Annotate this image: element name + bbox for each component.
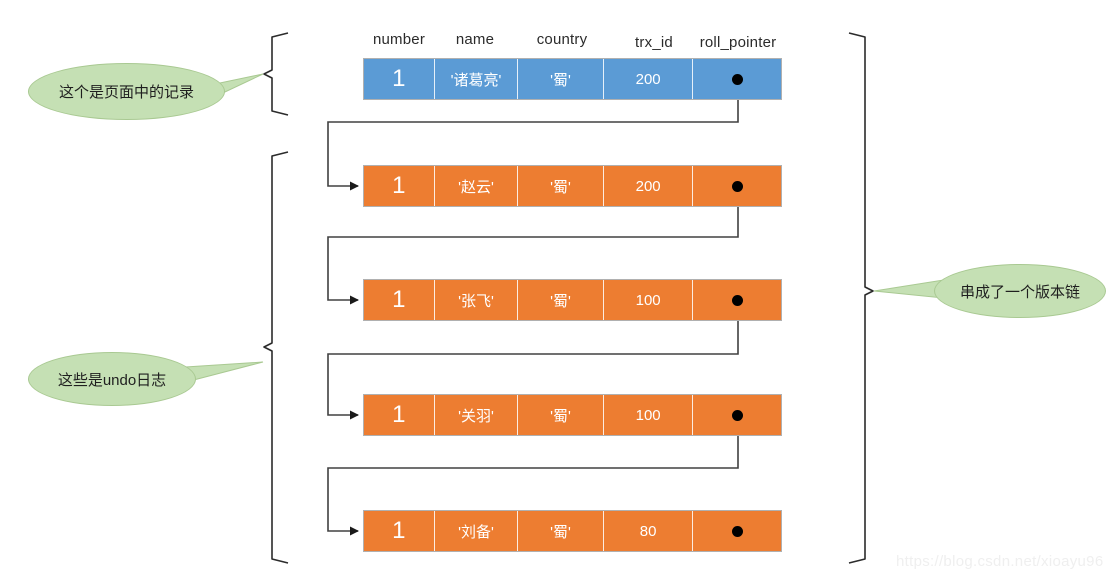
bracket-page-record — [263, 32, 289, 116]
cell-number: 1 — [364, 166, 435, 206]
cell-name: '关羽' — [435, 395, 519, 435]
column-header-number: number — [372, 31, 426, 48]
callout-version-chain-label: 串成了一个版本链 — [959, 283, 1080, 301]
cell-number: 1 — [364, 280, 435, 320]
callout-version-chain[interactable]: 串成了一个版本链 — [934, 264, 1106, 318]
cell-trx-id: 100 — [604, 395, 694, 435]
bracket-version-chain — [848, 32, 874, 564]
column-header-country: country — [536, 31, 588, 48]
cell-name: '刘备' — [435, 511, 519, 551]
roll-pointer-dot-icon — [731, 525, 743, 537]
connector-undo-2-to-undo-3 — [327, 300, 739, 420]
watermark: https://blog.csdn.net/xioayu96 — [896, 553, 1104, 570]
cell-name: '赵云' — [435, 166, 519, 206]
roll-pointer-dot-icon — [731, 294, 743, 306]
cell-roll-pointer — [693, 280, 781, 320]
callout-page-record[interactable]: 这个是页面中的记录 — [28, 63, 225, 120]
table-row[interactable]: 1 '赵云' '蜀' 200 — [363, 165, 782, 207]
bracket-undo-logs — [263, 151, 289, 564]
callout-page-record-label: 这个是页面中的记录 — [58, 84, 194, 101]
cell-trx-id: 80 — [604, 511, 694, 551]
cell-roll-pointer — [693, 395, 781, 435]
roll-pointer-dot-icon — [731, 409, 743, 421]
cell-number: 1 — [364, 395, 435, 435]
cell-trx-id: 200 — [604, 166, 694, 206]
connector-undo-3-to-undo-4 — [327, 415, 739, 536]
cell-number: 1 — [364, 59, 435, 99]
cell-name: '张飞' — [435, 280, 519, 320]
cell-number: 1 — [364, 511, 435, 551]
cell-trx-id: 200 — [604, 59, 694, 99]
table-row[interactable]: 1 '刘备' '蜀' 80 — [363, 510, 782, 552]
column-header-roll-pointer: roll_pointer — [699, 34, 777, 51]
cell-roll-pointer — [693, 166, 781, 206]
roll-pointer-dot-icon — [731, 180, 743, 192]
cell-country: '蜀' — [518, 166, 604, 206]
cell-name: '诸葛亮' — [435, 59, 519, 99]
cell-country: '蜀' — [518, 59, 604, 99]
connector-record-to-undo-1 — [327, 79, 739, 191]
cell-roll-pointer — [693, 59, 781, 99]
table-row[interactable]: 1 '诸葛亮' '蜀' 200 — [363, 58, 782, 100]
cell-country: '蜀' — [518, 280, 604, 320]
callout-undo-logs[interactable]: 这些是undo日志 — [28, 352, 196, 406]
roll-pointer-dot-icon — [731, 73, 743, 85]
cell-country: '蜀' — [518, 395, 604, 435]
connector-undo-1-to-undo-2 — [327, 186, 739, 305]
table-row[interactable]: 1 '张飞' '蜀' 100 — [363, 279, 782, 321]
column-header-name: name — [455, 31, 495, 48]
cell-country: '蜀' — [518, 511, 604, 551]
callout-undo-logs-label: 这些是undo日志 — [57, 371, 167, 389]
cell-trx-id: 100 — [604, 280, 694, 320]
column-header-trx-id: trx_id — [635, 34, 673, 51]
cell-roll-pointer — [693, 511, 781, 551]
table-row[interactable]: 1 '关羽' '蜀' 100 — [363, 394, 782, 436]
